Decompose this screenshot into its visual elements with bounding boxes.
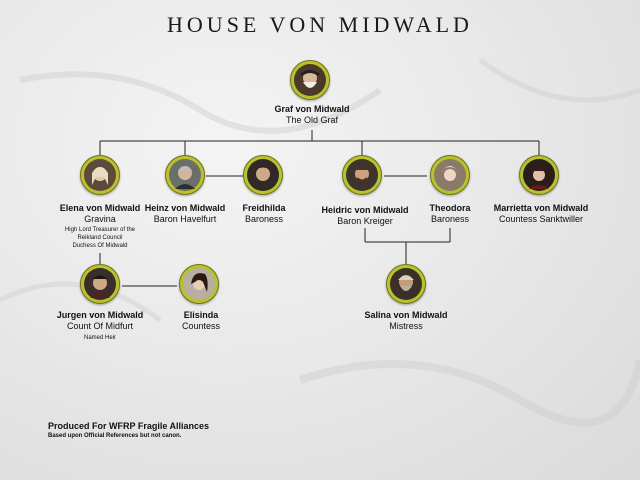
heinz-label: Heinz von Midwald Baron Havelfurt [145, 203, 226, 225]
heidric-label: Heidric von Midwald Baron Kreiger [321, 205, 408, 227]
member-name: Elisinda [183, 310, 219, 320]
old-man-portrait-icon [294, 64, 326, 96]
theodora-portrait[interactable] [430, 155, 470, 195]
member-title: Baron Havelfurt [153, 214, 217, 224]
member-name: Heinz von Midwald [144, 203, 226, 213]
member-name: Salina von Midwald [364, 310, 448, 320]
member-note: High Lord Treasurer of the [64, 227, 136, 233]
member-name: Marrietta von Midwald [493, 203, 589, 213]
page-title: HOUSE VON MIDWALD [167, 12, 473, 37]
graf-portrait[interactable] [290, 60, 330, 100]
jurgen-label: Jurgen von Midwald Count Of Midfurt Name… [57, 310, 144, 342]
marrietta-label: Marrietta von Midwald Countess Sanktwill… [494, 203, 589, 225]
member-name: Graf von Midwald [274, 104, 350, 114]
heidric-portrait[interactable] [342, 155, 382, 195]
elena-label: Elena von Midwald Gravina High Lord Trea… [60, 203, 141, 250]
salina-portrait[interactable] [386, 264, 426, 304]
member-name: Theodora [429, 203, 471, 213]
heinz-portrait[interactable] [165, 155, 205, 195]
footer-credit: Produced For WFRP Fragile Alliances [48, 421, 210, 431]
footer-disclaimer: Based upon Official References but not c… [48, 433, 182, 439]
member-title: Mistress [389, 321, 423, 331]
marrietta-portrait[interactable] [519, 155, 559, 195]
man-portrait-icon [247, 159, 279, 191]
member-title: Countess [181, 321, 221, 331]
elisinda-label: Elisinda Countess [182, 310, 220, 332]
member-title: Countess Sanktwiller [498, 214, 584, 224]
member-title: Baroness [244, 214, 284, 224]
elena-portrait[interactable] [80, 155, 120, 195]
man-portrait-icon [169, 159, 201, 191]
member-title: Gravina [84, 214, 116, 224]
member-title: The Old Graf [285, 115, 339, 125]
freidhilda-portrait[interactable] [243, 155, 283, 195]
woman-portrait-icon [84, 159, 116, 191]
member-name: Jurgen von Midwald [56, 310, 144, 320]
woman-portrait-icon [434, 159, 466, 191]
member-title: Count Of Midfurt [66, 321, 134, 331]
theodora-label: Theodora Baroness [429, 203, 470, 225]
woman-portrait-icon [183, 268, 215, 300]
man-portrait-icon [84, 268, 116, 300]
freidhilda-label: Freidhilda Baroness [242, 203, 285, 225]
graf-label: Graf von Midwald The Old Graf [274, 104, 349, 126]
member-note: Reikland Council [77, 235, 123, 241]
member-note: Named Heir [83, 335, 117, 341]
salina-label: Salina von Midwald Mistress [364, 310, 447, 332]
member-title: Baron Kreiger [337, 216, 393, 226]
member-name: Elena von Midwald [59, 203, 141, 213]
elisinda-portrait[interactable] [179, 264, 219, 304]
jurgen-portrait[interactable] [80, 264, 120, 304]
member-name: Freidhilda [242, 203, 286, 213]
woman-portrait-icon [523, 159, 555, 191]
man-portrait-icon [346, 159, 378, 191]
member-name: Heidric von Midwald [321, 205, 409, 215]
member-note: Duchess Of Midwald [72, 243, 128, 249]
man-portrait-icon [390, 268, 422, 300]
member-title: Baroness [430, 214, 470, 224]
